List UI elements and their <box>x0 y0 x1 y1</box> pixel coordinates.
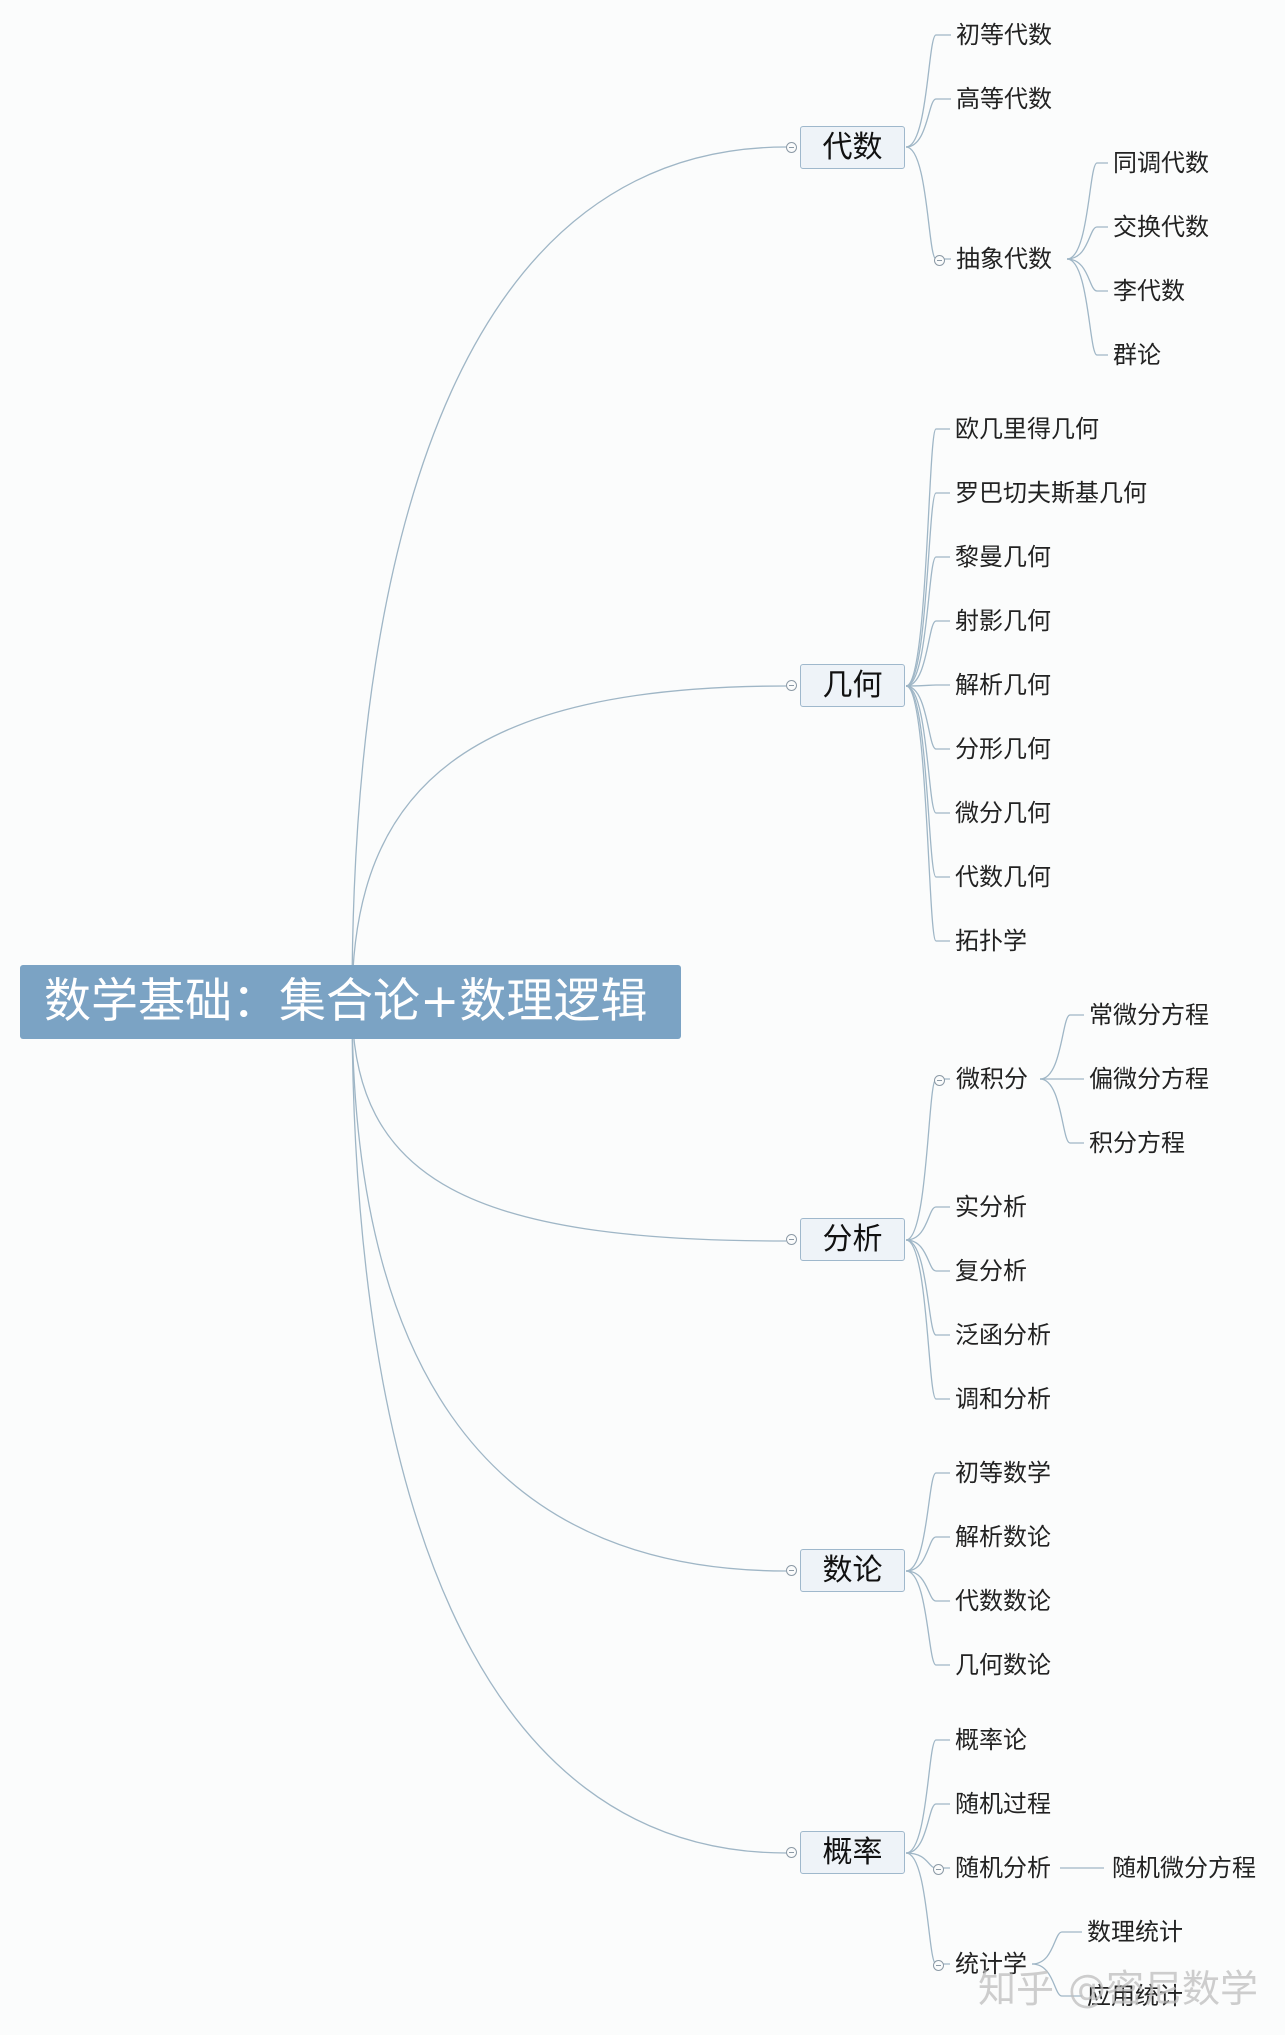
link-abstract-algebra-3 <box>1066 258 1108 356</box>
link-root-number-theory <box>351 1001 787 1572</box>
link-algebra-2 <box>905 146 951 260</box>
subtopic-abstract-algebra[interactable]: 抽象代数 <box>956 245 1052 273</box>
subtopic-algebraic-geometry[interactable]: 代数几何 <box>955 863 1051 891</box>
subtopic-group-theory[interactable]: 群论 <box>1113 341 1161 369</box>
subtopic-partial-differential-equations[interactable]: 偏微分方程 <box>1089 1065 1209 1093</box>
link-geometry-1 <box>905 492 950 687</box>
link-calculus-2 <box>1039 1078 1084 1144</box>
subtopic-riemannian-geometry[interactable]: 黎曼几何 <box>955 543 1051 571</box>
subtopic-lie-algebra[interactable]: 李代数 <box>1113 277 1185 305</box>
root-topic[interactable]: 数学基础：集合论+数理逻辑 <box>20 965 681 1039</box>
link-geometry-4 <box>905 684 950 687</box>
subtopic-stochastic-differential-equations[interactable]: 随机微分方程 <box>1112 1854 1256 1882</box>
collapse-toggle-analysis[interactable] <box>786 1234 797 1245</box>
subtopic-differential-geometry[interactable]: 微分几何 <box>955 799 1051 827</box>
link-statistics-0 <box>1031 1931 1082 1965</box>
collapse-toggle-stochastic-analysis[interactable] <box>933 1864 944 1875</box>
subtopic-complex-analysis[interactable]: 复分析 <box>955 1257 1027 1285</box>
subtopic-lobachevsky-geometry[interactable]: 罗巴切夫斯基几何 <box>955 479 1147 507</box>
subtopic-probability-theory[interactable]: 概率论 <box>955 1726 1027 1754</box>
subtopic-commutative-algebra[interactable]: 交换代数 <box>1113 213 1209 241</box>
subtopic-projective-geometry[interactable]: 射影几何 <box>955 607 1051 635</box>
subtopic-stochastic-analysis[interactable]: 随机分析 <box>955 1854 1051 1882</box>
subtopic-applied-statistics[interactable]: 应用统计 <box>1087 1982 1183 2010</box>
subtopic-mathematical-statistics[interactable]: 数理统计 <box>1087 1918 1183 1946</box>
link-number-theory-3 <box>905 1570 950 1666</box>
collapse-toggle-geometry[interactable] <box>786 680 797 691</box>
link-statistics-1 <box>1031 1963 1082 1997</box>
collapse-toggle-number-theory[interactable] <box>786 1565 797 1576</box>
topic-number-theory[interactable]: 数论 <box>800 1549 905 1592</box>
link-geometry-2 <box>905 556 950 687</box>
subtopic-functional-analysis[interactable]: 泛函分析 <box>955 1321 1051 1349</box>
topic-probability[interactable]: 概率 <box>800 1831 905 1874</box>
link-geometry-3 <box>905 620 950 687</box>
topic-algebra[interactable]: 代数 <box>800 126 905 169</box>
subtopic-analytic-geometry[interactable]: 解析几何 <box>955 671 1051 699</box>
subtopic-higher-algebra[interactable]: 高等代数 <box>956 85 1052 113</box>
link-analysis-1 <box>905 1206 950 1241</box>
subtopic-elementary-algebra[interactable]: 初等代数 <box>956 21 1052 49</box>
subtopic-calculus[interactable]: 微积分 <box>956 1065 1028 1093</box>
link-number-theory-2 <box>905 1570 950 1602</box>
zhihu-watermark: 知乎 @密尼数学 <box>978 1958 1258 2013</box>
topic-analysis[interactable]: 分析 <box>800 1218 905 1261</box>
subtopic-ordinary-differential-equations[interactable]: 常微分方程 <box>1089 1001 1209 1029</box>
link-geometry-0 <box>905 428 950 687</box>
link-root-algebra <box>351 146 787 1003</box>
link-probability-2 <box>905 1852 950 1869</box>
link-analysis-0 <box>905 1078 950 1241</box>
subtopic-fractal-geometry[interactable]: 分形几何 <box>955 735 1051 763</box>
subtopic-statistics[interactable]: 统计学 <box>955 1950 1027 1978</box>
link-number-theory-0 <box>905 1472 950 1572</box>
link-analysis-3 <box>905 1239 950 1336</box>
subtopic-euclidean-geometry[interactable]: 欧几里得几何 <box>955 415 1099 443</box>
link-geometry-6 <box>905 685 950 814</box>
link-geometry-8 <box>905 685 950 942</box>
link-analysis-4 <box>905 1239 950 1400</box>
link-abstract-algebra-1 <box>1066 226 1108 260</box>
collapse-toggle-statistics[interactable] <box>933 1960 944 1971</box>
collapse-toggle-abstract-algebra[interactable] <box>934 255 945 266</box>
subtopic-harmonic-analysis[interactable]: 调和分析 <box>955 1385 1051 1413</box>
link-root-geometry <box>351 685 787 1003</box>
subtopic-topology[interactable]: 拓扑学 <box>955 927 1027 955</box>
subtopic-elementary-mathematics[interactable]: 初等数学 <box>955 1459 1051 1487</box>
link-calculus-0 <box>1039 1014 1084 1080</box>
collapse-toggle-algebra[interactable] <box>786 142 797 153</box>
link-probability-0 <box>905 1739 950 1854</box>
link-number-theory-1 <box>905 1536 950 1572</box>
subtopic-integral-equations[interactable]: 积分方程 <box>1089 1129 1185 1157</box>
subtopic-analytic-number-theory[interactable]: 解析数论 <box>955 1523 1051 1551</box>
link-algebra-0 <box>905 34 951 148</box>
link-abstract-algebra-2 <box>1066 258 1108 292</box>
collapse-toggle-calculus[interactable] <box>934 1075 945 1086</box>
topic-geometry[interactable]: 几何 <box>800 664 905 707</box>
link-geometry-7 <box>905 685 950 878</box>
zhihu-logo-text: 知乎 <box>978 1967 1055 2011</box>
watermark-author: @密尼数学 <box>1068 1967 1259 2011</box>
subtopic-algebraic-number-theory[interactable]: 代数数论 <box>955 1587 1051 1615</box>
link-abstract-algebra-0 <box>1066 162 1108 260</box>
subtopic-geometric-number-theory[interactable]: 几何数论 <box>955 1651 1051 1679</box>
collapse-toggle-probability[interactable] <box>786 1847 797 1858</box>
subtopic-real-analysis[interactable]: 实分析 <box>955 1193 1027 1221</box>
subtopic-homological-algebra[interactable]: 同调代数 <box>1113 149 1209 177</box>
link-root-analysis <box>351 1001 787 1242</box>
link-algebra-1 <box>905 98 951 148</box>
link-root-probability <box>351 1001 787 1854</box>
link-geometry-5 <box>905 685 950 750</box>
subtopic-stochastic-processes[interactable]: 随机过程 <box>955 1790 1051 1818</box>
link-analysis-2 <box>905 1239 950 1272</box>
link-probability-1 <box>905 1803 950 1854</box>
